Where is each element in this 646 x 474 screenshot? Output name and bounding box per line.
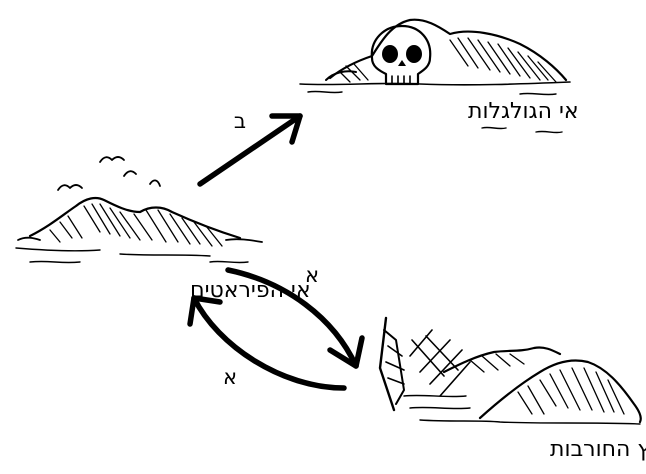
pirate-island-illustration xyxy=(15,156,263,264)
skull-island-label: אי הגולגלות xyxy=(468,99,579,124)
skull-island-illustration xyxy=(299,18,571,134)
route-label-bay-to-pirates: א xyxy=(223,365,237,389)
route-pirates-to-skulls xyxy=(197,113,303,187)
route-label-pirates-to-bay: א xyxy=(305,263,319,287)
shipwreck-bay-label: מפרץ החורבות xyxy=(550,437,646,462)
route-pirates-to-bay xyxy=(225,267,365,369)
route-bay-to-pirates xyxy=(187,295,347,391)
skull-icon xyxy=(370,24,432,86)
route-label-pirates-to-skulls: ב xyxy=(234,109,246,133)
shipwreck-bay-illustration xyxy=(378,316,642,425)
